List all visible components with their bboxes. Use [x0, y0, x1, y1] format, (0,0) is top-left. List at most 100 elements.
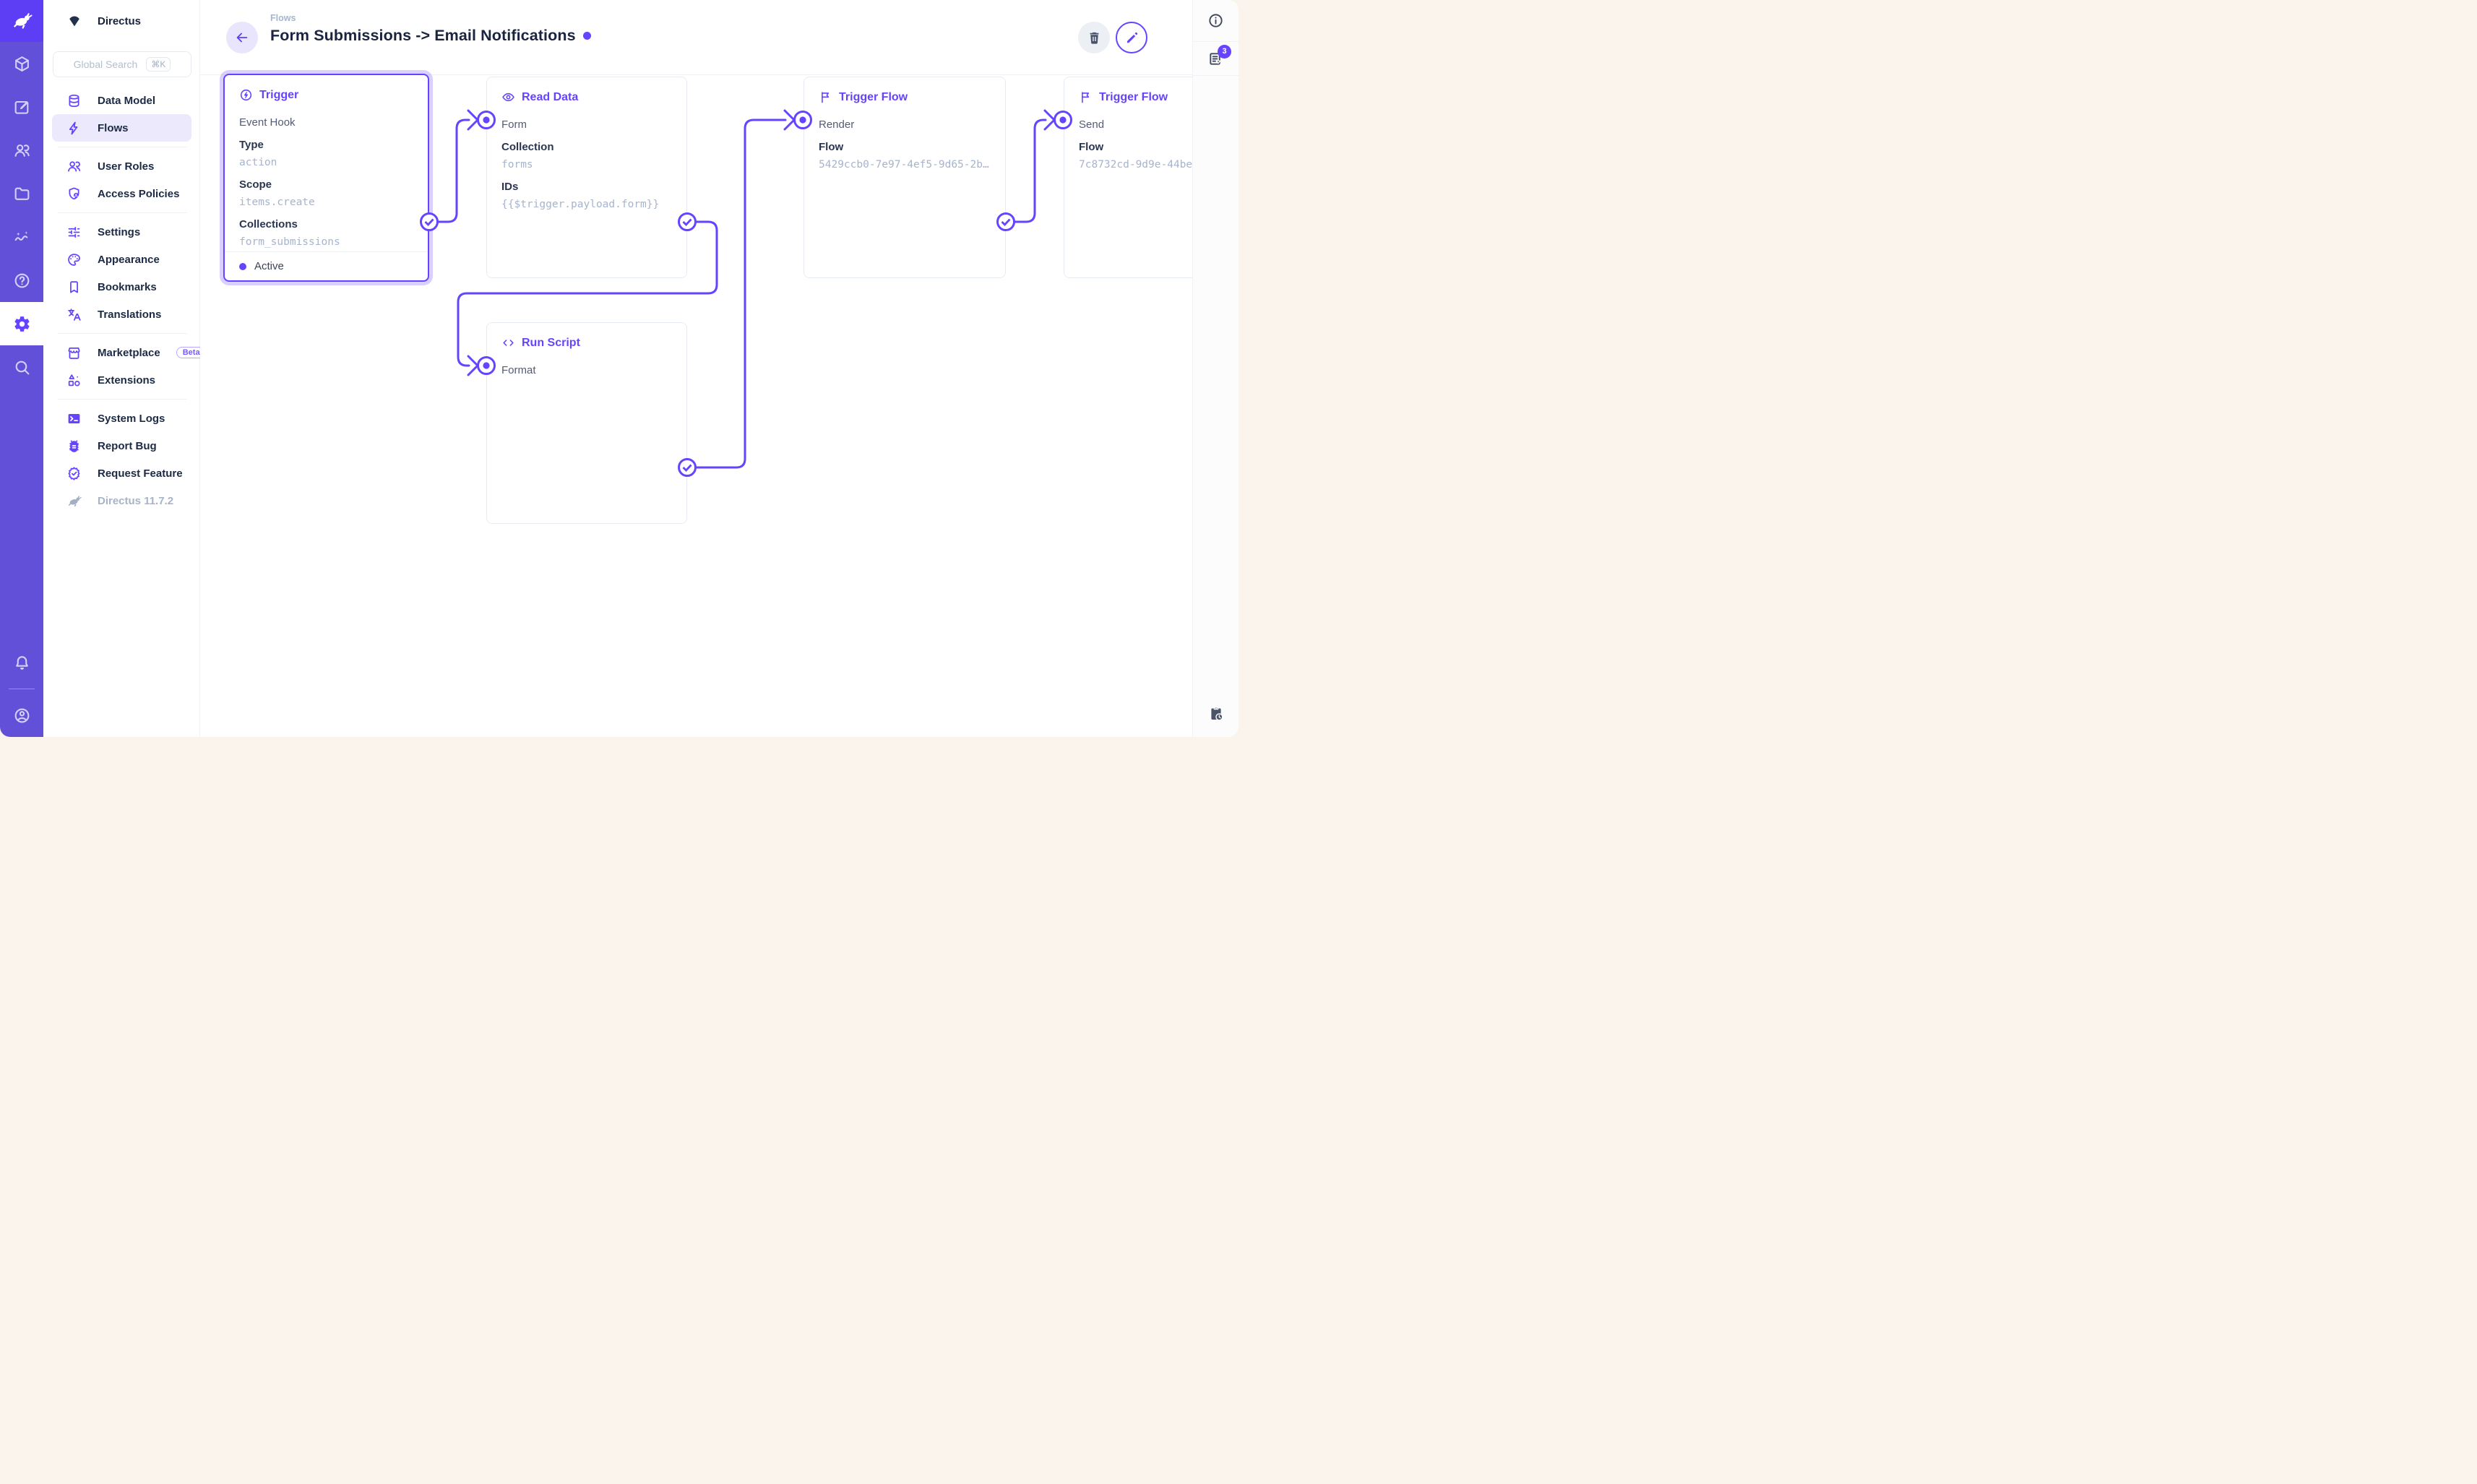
palette-icon: [68, 253, 80, 266]
account-button[interactable]: [0, 694, 43, 737]
panel-status: Active: [225, 251, 428, 280]
bookmark-icon: [70, 280, 78, 293]
app-version: Directus 11.7.2: [52, 487, 191, 514]
page-title: Form Submissions -> Email Notifications: [270, 27, 576, 44]
module-users[interactable]: [0, 129, 43, 172]
flag-icon: [1082, 92, 1090, 103]
project-header[interactable]: Directus: [43, 0, 199, 42]
panel-field-value: 5429ccb0-7e97-4ef5-9d65-2b…: [819, 159, 989, 171]
sidebar-item-label: Bookmarks: [98, 280, 157, 293]
arrowhead-icon: [1043, 109, 1056, 131]
panel-input-label: Send: [1079, 118, 1105, 131]
sidebar-divider: [58, 333, 187, 334]
flag-icon: [822, 92, 830, 103]
panel-field-label: Collections: [239, 218, 298, 230]
sidebar-item-translations[interactable]: Translations: [52, 301, 191, 328]
shield-user-icon: [69, 187, 79, 199]
sidebar-divider: [58, 212, 187, 213]
sidebar-item-label: User Roles: [98, 160, 155, 173]
right-sidebar: 3: [1192, 0, 1238, 737]
module-content[interactable]: [0, 42, 43, 85]
sidebar-item-label: Flows: [98, 121, 129, 134]
sidebar-item-appearance[interactable]: Appearance: [52, 246, 191, 273]
sidebar-item-label: Translations: [98, 308, 162, 321]
sidebar-item-label: Request Feature: [98, 467, 183, 480]
module-search[interactable]: [0, 345, 43, 389]
panel-title: Trigger Flow: [819, 90, 991, 104]
eye-icon: [502, 92, 514, 102]
global-search-input[interactable]: Global Search ⌘K: [53, 51, 191, 77]
status-dot: [582, 32, 591, 40]
module-editor[interactable]: [0, 85, 43, 129]
database-icon: [69, 94, 79, 107]
sidebar-item-bookmarks[interactable]: Bookmarks: [52, 273, 191, 301]
panel-input-label: Form: [501, 118, 527, 131]
panel-field-value: forms: [501, 159, 533, 171]
info-icon: [1209, 14, 1223, 27]
users-icon: [14, 144, 30, 157]
notifications-button[interactable]: [0, 641, 43, 684]
sidebar-item-data-model[interactable]: Data Model: [52, 87, 191, 114]
edit-flow-button[interactable]: [1116, 22, 1147, 53]
pending-revisions-button[interactable]: [1193, 691, 1238, 737]
insights-icon: [14, 230, 27, 241]
sidebar-item-user-roles[interactable]: User Roles: [52, 152, 191, 180]
search-shortcut-kbd: ⌘K: [146, 57, 171, 72]
module-insights[interactable]: [0, 215, 43, 259]
arrow-left-icon: [236, 33, 248, 43]
sidebar-item-flows[interactable]: Flows: [52, 114, 191, 142]
search-placeholder: Global Search: [73, 59, 138, 70]
project-name: Directus: [98, 14, 142, 27]
bolt-icon: [69, 121, 78, 134]
people-icon: [68, 160, 81, 171]
sidebar-item-settings[interactable]: Settings: [52, 218, 191, 246]
panel-field-value: 7c8732cd-9d9e-44be: [1079, 159, 1192, 171]
translate-icon: [68, 308, 81, 321]
app-version-label: Directus 11.7.2: [98, 494, 174, 507]
panel-field-value: action: [239, 157, 277, 168]
sidebar-item-label: Report Bug: [98, 439, 157, 452]
panel-field-label: Flow: [819, 141, 844, 153]
breadcrumb[interactable]: Flows: [270, 13, 296, 23]
connection-trigger-to-read: [428, 118, 470, 223]
module-help[interactable]: [0, 259, 43, 302]
panel-field-value: items.create: [239, 197, 315, 208]
flow-canvas: Flows Form Submissions -> Email Notifica…: [200, 0, 1192, 737]
sidebar-item-report-bug[interactable]: Report Bug: [52, 432, 191, 460]
sidebar-item-extensions[interactable]: Extensions: [52, 366, 191, 394]
sidebar-divider: [58, 399, 187, 400]
account-circle-icon: [14, 708, 29, 722]
sidebar-item-request-feature[interactable]: Request Feature: [52, 460, 191, 487]
clipboard-clock-icon: [1210, 707, 1223, 721]
terminal-icon: [68, 413, 80, 423]
module-settings[interactable]: [0, 302, 43, 345]
notices-count-badge: 3: [1218, 44, 1231, 59]
sidebar-item-access-policies[interactable]: Access Policies: [52, 180, 191, 207]
gear-icon: [14, 316, 30, 332]
arrowhead-icon: [467, 109, 479, 131]
sidebar-item-system-logs[interactable]: System Logs: [52, 405, 191, 432]
storefront-icon: [68, 347, 80, 359]
notices-sidebar-button[interactable]: 3: [1193, 42, 1238, 76]
rabbit-gray-icon: [68, 495, 82, 506]
panel-field-label: Scope: [239, 178, 272, 191]
panel-title: Read Data: [501, 90, 672, 104]
back-button[interactable]: [226, 22, 258, 53]
directus-logo[interactable]: [0, 0, 43, 42]
connection-script-to-render: [686, 118, 787, 469]
sidebar-item-label: Data Model: [98, 94, 156, 107]
module-files[interactable]: [0, 172, 43, 215]
panel-field-label: Flow: [1079, 141, 1104, 153]
info-sidebar-button[interactable]: [1193, 0, 1238, 42]
tune-icon: [68, 226, 80, 238]
page-header: Flows Form Submissions -> Email Notifica…: [200, 0, 1192, 75]
panel-title: Trigger: [239, 88, 413, 102]
panel-field-label: Collection: [501, 141, 554, 153]
delete-flow-button[interactable]: [1078, 22, 1110, 53]
